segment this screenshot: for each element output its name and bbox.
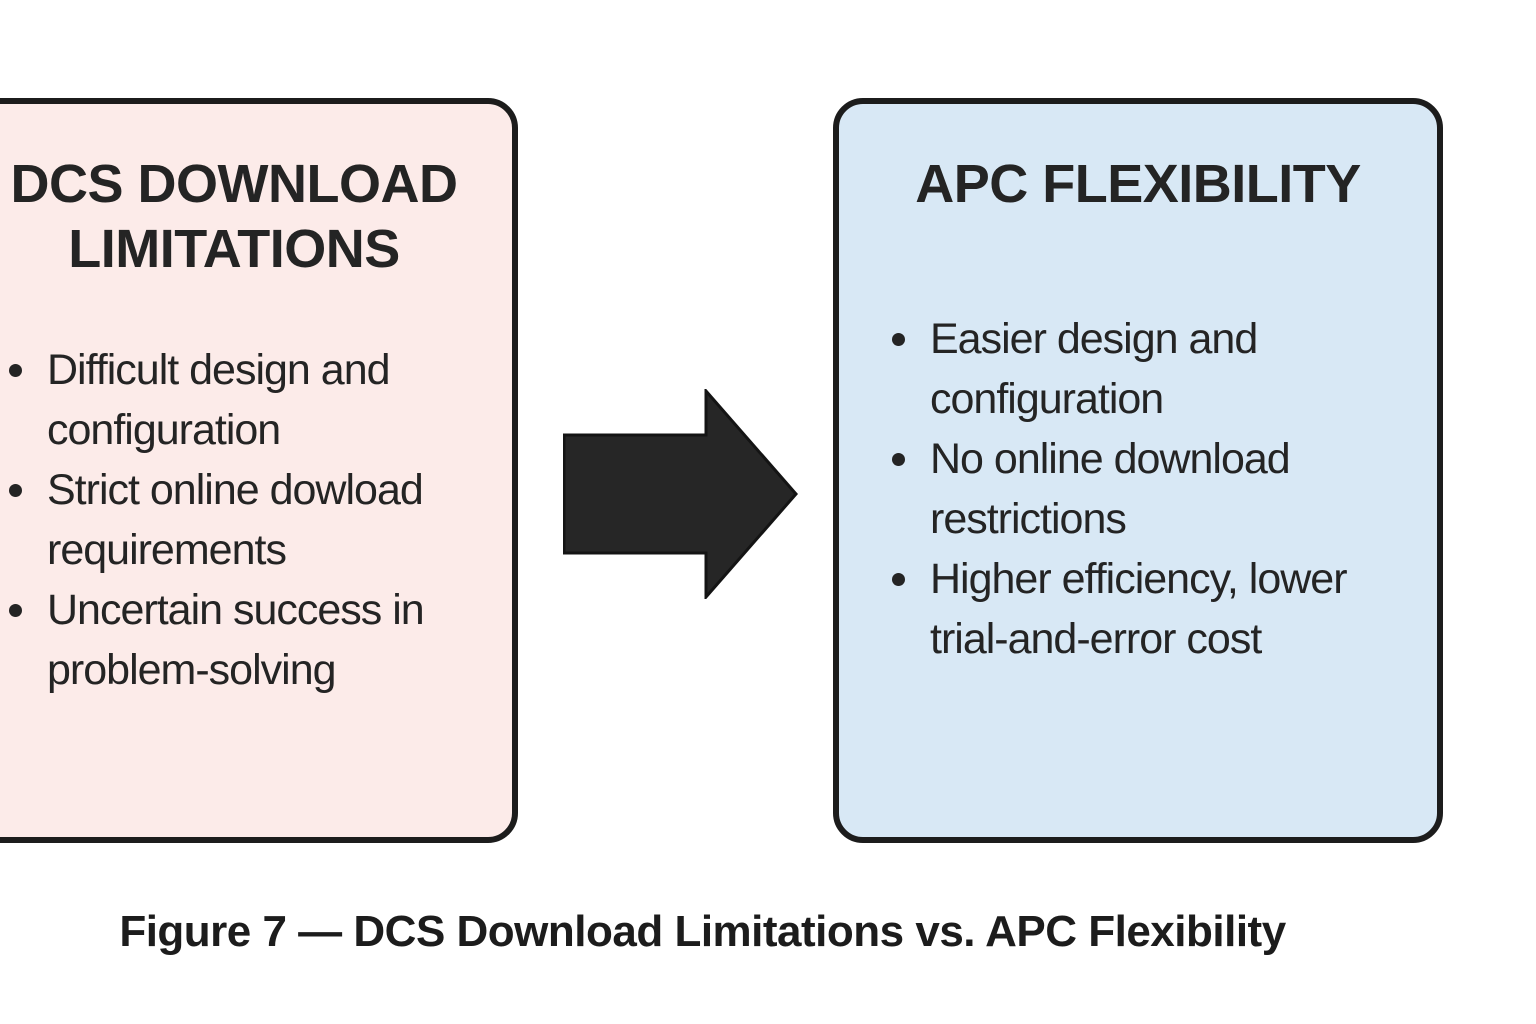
bullet-text: Difficult design and configuration bbox=[47, 346, 391, 454]
bullet-icon bbox=[892, 453, 905, 466]
list-item: Strict online dowload requirements bbox=[9, 460, 477, 580]
bullet-icon bbox=[892, 333, 905, 346]
list-item: Uncertain success in problem-solving bbox=[9, 580, 477, 700]
figure-caption: Figure 7 — DCS Download Limitations vs. … bbox=[119, 907, 1286, 956]
apc-bullet-list: Easier design and configuration No onlin… bbox=[839, 309, 1437, 669]
bullet-icon bbox=[892, 573, 905, 586]
bullet-icon bbox=[9, 364, 22, 377]
bullet-text: Easier design and configuration bbox=[930, 315, 1258, 423]
list-item: Difficult design and configuration bbox=[9, 340, 477, 460]
bullet-text: Strict online dowload requirements bbox=[47, 466, 424, 574]
list-item: Higher efficiency, lower trial-and-error… bbox=[892, 549, 1360, 669]
apc-flexibility-box: APC FLEXIBILITY Easier design and config… bbox=[833, 98, 1443, 843]
list-item: No online download restrictions bbox=[892, 429, 1360, 549]
bullet-text: Uncertain success in problem-solving bbox=[47, 586, 425, 694]
bullet-icon bbox=[9, 484, 22, 497]
dcs-box-title: DCS DOWNLOAD LIMITATIONS bbox=[10, 154, 458, 279]
bullet-text: Higher efficiency, lower trial-and-error… bbox=[930, 555, 1348, 663]
dcs-limitations-box: DCS DOWNLOAD LIMITATIONS Difficult desig… bbox=[0, 98, 518, 843]
bullet-icon bbox=[9, 604, 22, 617]
list-item: Easier design and configuration bbox=[892, 309, 1360, 429]
right-arrow-icon bbox=[562, 387, 798, 601]
apc-box-title: APC FLEXIBILITY bbox=[915, 154, 1361, 214]
bullet-text: No online download restrictions bbox=[930, 435, 1291, 543]
dcs-bullet-list: Difficult design and configuration Stric… bbox=[0, 340, 512, 700]
